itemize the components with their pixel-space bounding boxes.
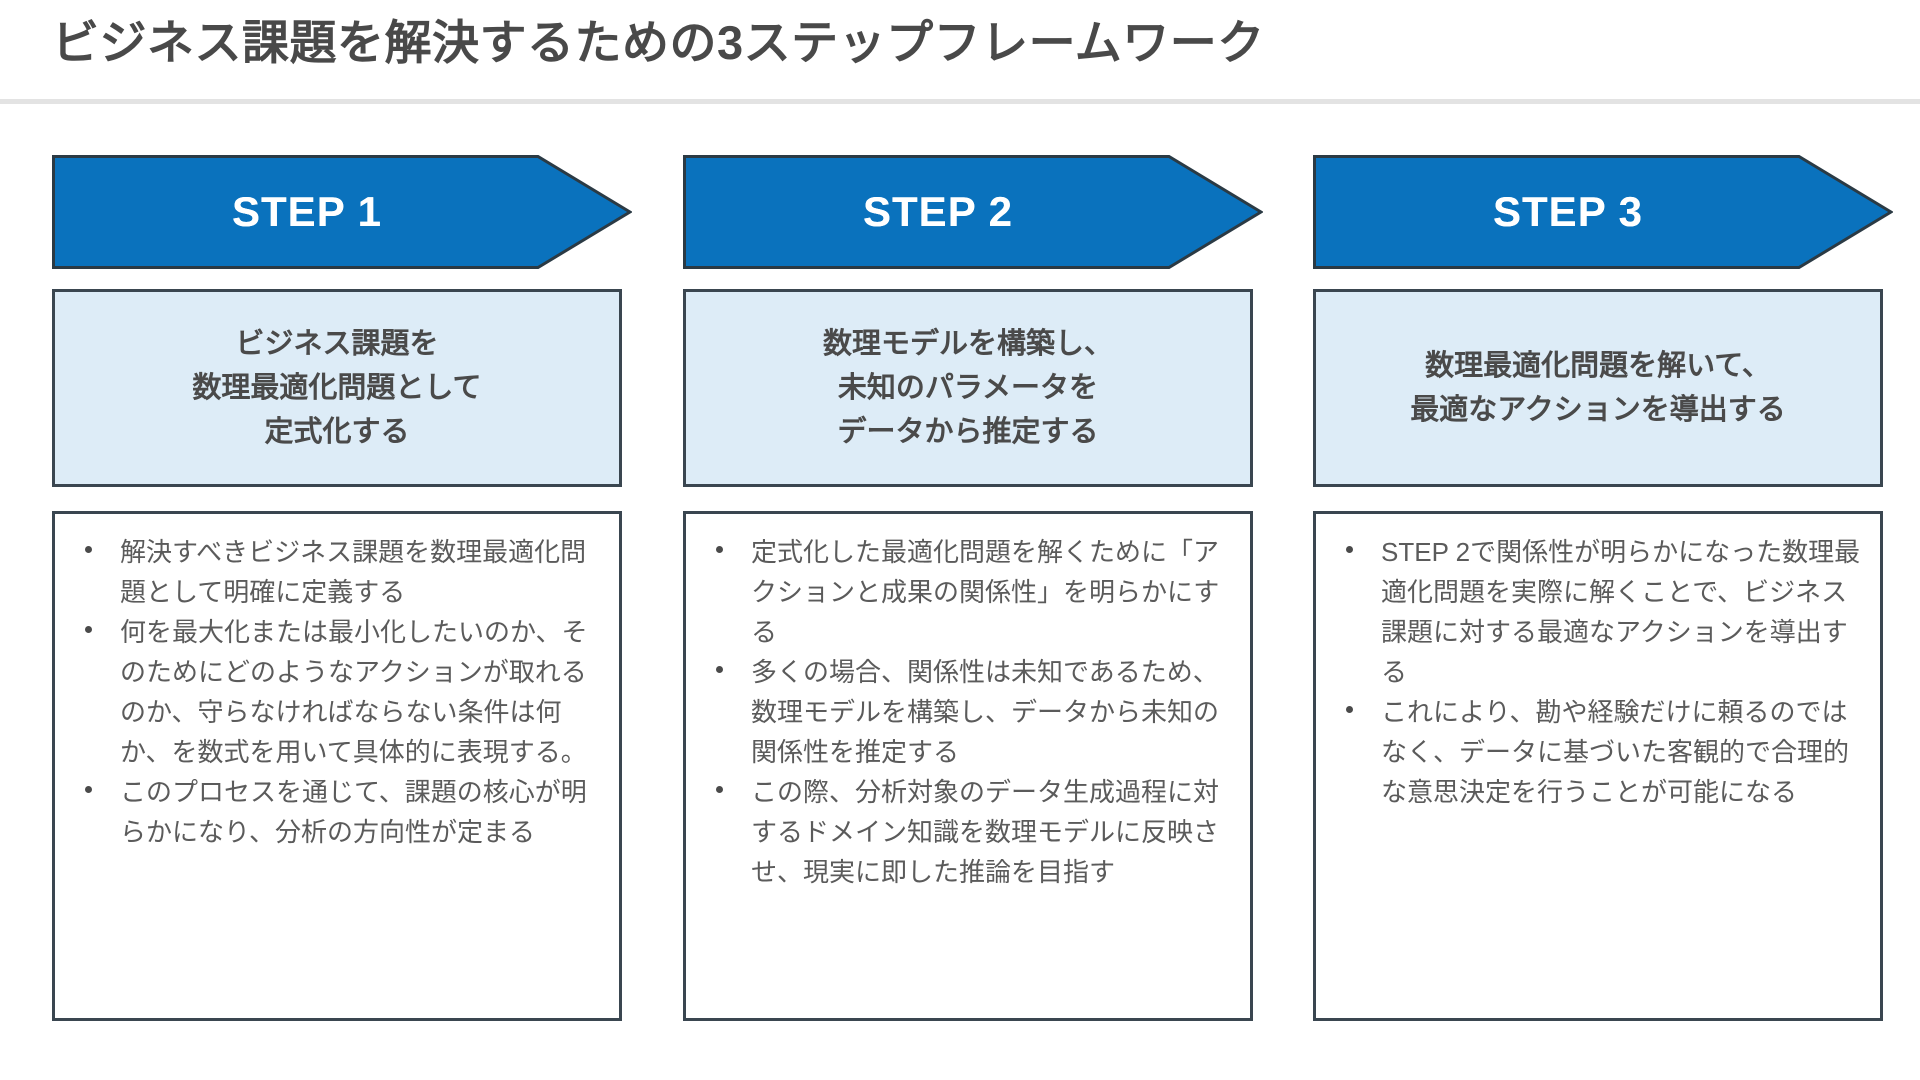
list-item-text: 何を最大化または最小化したいのか、そのためにどのようなアクションが取れるのか、守… — [120, 617, 588, 768]
list-item: 何を最大化または最小化したいのか、そのためにどのようなアクションが取れるのか、守… — [65, 612, 603, 772]
list-item: この際、分析対象のデータ生成過程に対するドメイン知識を数理モデルに反映させ、現実… — [696, 772, 1234, 892]
list-item-text: これにより、勘や経験だけに頼るのではなく、データに基づいた客観的で合理的な意思決… — [1381, 697, 1850, 808]
step-1-details-box: 解決すべきビジネス課題を数理最適化問題として明確に定義する 何を最大化または最小… — [52, 511, 622, 1021]
step-3-details-box: STEP 2で関係性が明らかになった数理最適化問題を実際に解くことで、ビジネス課… — [1313, 511, 1883, 1021]
list-item-text: 多くの場合、関係性は未知であるため、数理モデルを構築し、データから未知の関係性を… — [751, 657, 1220, 768]
bullet-dot-icon — [85, 625, 92, 633]
step-column-2: STEP 2 数理モデルを構築し、 未知のパラメータを データから推定する 定式… — [683, 0, 1263, 1080]
list-item-text: 解決すべきビジネス課題を数理最適化問題として明確に定義する — [120, 537, 587, 608]
list-item: 定式化した最適化問題を解くために「アクションと成果の関係性」を明らかにする — [696, 532, 1234, 652]
list-item: 解決すべきビジネス課題を数理最適化問題として明確に定義する — [65, 532, 603, 612]
list-item: 多くの場合、関係性は未知であるため、数理モデルを構築し、データから未知の関係性を… — [696, 652, 1234, 772]
bullet-dot-icon — [85, 785, 92, 793]
step-3-chevron-header[interactable]: STEP 3 — [1313, 155, 1893, 269]
step-2-details-box: 定式化した最適化問題を解くために「アクションと成果の関係性」を明らかにする 多く… — [683, 511, 1253, 1021]
step-2-chevron-header[interactable]: STEP 2 — [683, 155, 1263, 269]
step-3-summary-box: 数理最適化問題を解いて、 最適なアクションを導出する — [1313, 289, 1883, 487]
list-item: このプロセスを通じて、課題の核心が明らかになり、分析の方向性が定まる — [65, 772, 603, 852]
step-3-summary-text: 数理最適化問題を解いて、 最適なアクションを導出する — [1410, 349, 1786, 426]
bullet-dot-icon — [716, 545, 723, 553]
step-1-header-label: STEP 1 — [232, 188, 382, 235]
page-title: ビジネス課題を解決するための3ステップフレームワーク — [52, 16, 1265, 69]
title-divider — [0, 99, 1920, 104]
step-column-3: STEP 3 数理最適化問題を解いて、 最適なアクションを導出する STEP 2… — [1313, 0, 1893, 1080]
step-1-summary-text: ビジネス課題を 数理最適化問題として 定式化する — [192, 327, 482, 449]
step-column-1: STEP 1 ビジネス課題を 数理最適化問題として 定式化する 解決すべきビジネ… — [52, 0, 632, 1080]
bullet-dot-icon — [1346, 705, 1353, 713]
list-item: STEP 2で関係性が明らかになった数理最適化問題を実際に解くことで、ビジネス課… — [1326, 532, 1864, 692]
bullet-dot-icon — [1346, 545, 1353, 553]
list-item: これにより、勘や経験だけに頼るのではなく、データに基づいた客観的で合理的な意思決… — [1326, 692, 1864, 812]
step-1-chevron-header[interactable]: STEP 1 — [52, 155, 632, 269]
step-3-header-label: STEP 3 — [1493, 188, 1643, 235]
list-item-text: この際、分析対象のデータ生成過程に対するドメイン知識を数理モデルに反映させ、現実… — [751, 777, 1220, 888]
list-item-text: 定式化した最適化問題を解くために「アクションと成果の関係性」を明らかにする — [751, 537, 1220, 648]
step-2-bullet-list: 定式化した最適化問題を解くために「アクションと成果の関係性」を明らかにする 多く… — [696, 532, 1234, 892]
step-2-summary-box: 数理モデルを構築し、 未知のパラメータを データから推定する — [683, 289, 1253, 487]
step-1-summary-box: ビジネス課題を 数理最適化問題として 定式化する — [52, 289, 622, 487]
list-item-text: STEP 2で関係性が明らかになった数理最適化問題を実際に解くことで、ビジネス課… — [1381, 537, 1861, 688]
list-item-text: このプロセスを通じて、課題の核心が明らかになり、分析の方向性が定まる — [120, 777, 587, 848]
step-3-bullet-list: STEP 2で関係性が明らかになった数理最適化問題を実際に解くことで、ビジネス課… — [1326, 532, 1864, 812]
bullet-dot-icon — [85, 545, 92, 553]
step-1-bullet-list: 解決すべきビジネス課題を数理最適化問題として明確に定義する 何を最大化または最小… — [65, 532, 603, 852]
bullet-dot-icon — [716, 665, 723, 673]
step-2-header-label: STEP 2 — [863, 188, 1013, 235]
bullet-dot-icon — [716, 785, 723, 793]
step-2-summary-text: 数理モデルを構築し、 未知のパラメータを データから推定する — [822, 327, 1113, 449]
